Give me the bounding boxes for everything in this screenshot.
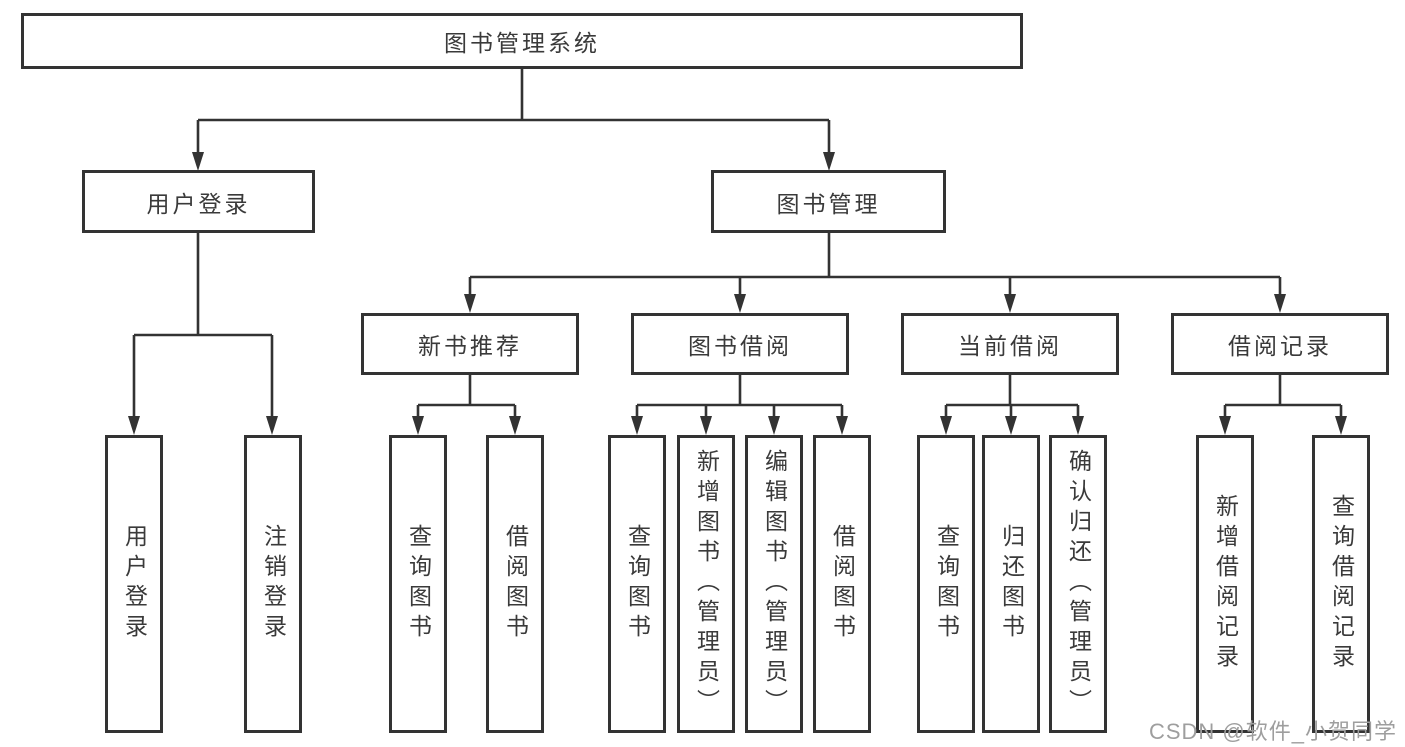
node-new-book-recommend: 新书推荐	[361, 313, 579, 375]
leaf-user-login: 用户登录	[105, 435, 163, 733]
node-current-borrow: 当前借阅	[901, 313, 1119, 375]
node-label: 借阅图书	[829, 524, 856, 644]
node-book-borrow: 图书借阅	[631, 313, 849, 375]
leaf-query-books-recommend: 查询图书	[389, 435, 447, 733]
node-label: 查询借阅记录	[1328, 494, 1355, 674]
node-label: 编辑图书（管理员）	[761, 449, 788, 719]
node-label: 归还图书	[998, 524, 1025, 644]
node-label: 新书推荐	[418, 333, 522, 359]
leaf-query-borrow-record: 查询借阅记录	[1312, 435, 1370, 733]
node-label: 确认归还（管理员）	[1065, 449, 1092, 719]
node-library-management-system: 图书管理系统	[21, 13, 1023, 69]
node-borrow-records: 借阅记录	[1171, 313, 1389, 375]
leaf-add-books-admin: 新增图书（管理员）	[677, 435, 735, 733]
node-label: 借阅记录	[1228, 333, 1332, 359]
csdn-watermark: CSDN @软件_小贺同学	[1148, 719, 1397, 744]
leaf-borrow-books-recommend: 借阅图书	[486, 435, 544, 733]
leaf-logout: 注销登录	[244, 435, 302, 733]
node-label: 图书借阅	[688, 333, 792, 359]
node-label: 图书管理系统	[444, 30, 600, 56]
node-label: 用户登录	[121, 524, 148, 644]
node-label: 查询图书	[624, 524, 651, 644]
node-label: 借阅图书	[502, 524, 529, 644]
leaf-return-books: 归还图书	[982, 435, 1040, 733]
node-label: 新增图书（管理员）	[693, 449, 720, 719]
leaf-query-books-current: 查询图书	[917, 435, 975, 733]
node-label: 图书管理	[776, 190, 881, 217]
node-user-login: 用户登录	[82, 170, 315, 233]
node-book-management: 图书管理	[711, 170, 946, 233]
leaf-confirm-return-admin: 确认归还（管理员）	[1049, 435, 1107, 733]
node-label: 查询图书	[405, 524, 432, 644]
leaf-query-books-borrow: 查询图书	[608, 435, 666, 733]
leaf-edit-books-admin: 编辑图书（管理员）	[745, 435, 803, 733]
node-label: 新增借阅记录	[1212, 494, 1239, 674]
leaf-add-borrow-record: 新增借阅记录	[1196, 435, 1254, 733]
node-label: 查询图书	[933, 524, 960, 644]
leaf-borrow-books: 借阅图书	[813, 435, 871, 733]
node-label: 用户登录	[146, 190, 251, 217]
node-label: 当前借阅	[958, 333, 1062, 359]
node-label: 注销登录	[260, 524, 287, 644]
